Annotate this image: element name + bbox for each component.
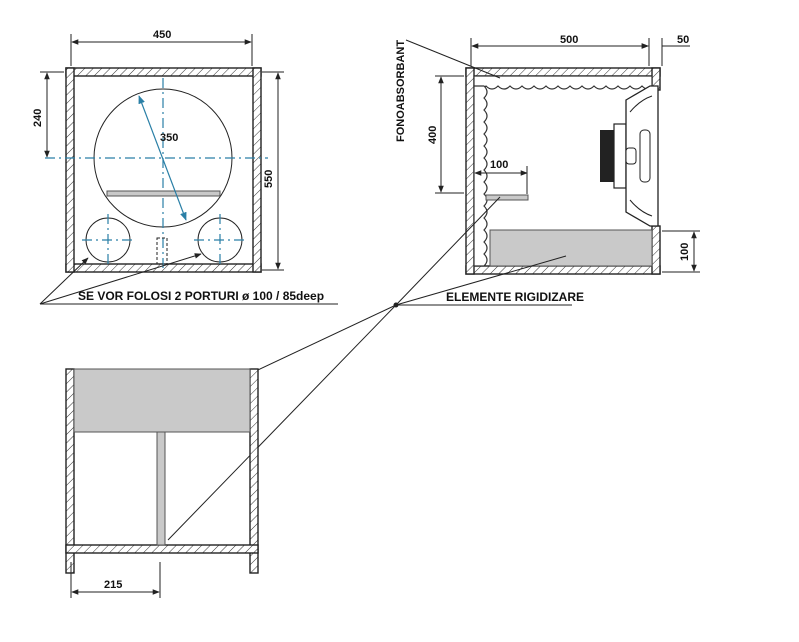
ports-note: SE VOR FOLOSI 2 PORTURI ø 100 / 85deep <box>78 289 324 303</box>
port-right <box>194 214 246 266</box>
svg-text:100: 100 <box>679 243 691 261</box>
top-filler-block <box>73 368 251 433</box>
top-left-wall <box>65 368 75 574</box>
speaker-diameter-label: 350 <box>160 132 178 144</box>
speaker-offset-dimension: 240 <box>32 71 64 158</box>
front-left-wall <box>65 67 75 273</box>
absorber-top-foam <box>473 75 653 90</box>
front-shelf <box>106 190 221 197</box>
absorber-height-dimension: 400 <box>427 75 464 194</box>
svg-text:550: 550 <box>263 170 275 188</box>
svg-text:215: 215 <box>104 579 122 591</box>
top-width-dimension: 215 <box>70 562 161 598</box>
stiffeners-callout: ELEMENTE RIGIDIZARE <box>167 196 584 541</box>
svg-text:500: 500 <box>560 34 578 46</box>
side-top-wall <box>465 67 661 77</box>
svg-text:450: 450 <box>153 29 171 41</box>
absorber-back-foam <box>473 85 488 267</box>
side-depth-dimension: 500 <box>470 34 650 66</box>
side-view: 500 50 400 100 100 FONOA <box>395 34 700 275</box>
speaker-diameter-arrow <box>138 95 187 221</box>
ports-leader-lines <box>39 253 338 305</box>
absorber-leader <box>405 39 501 79</box>
svg-text:100: 100 <box>490 159 508 171</box>
front-height-dimension: 550 <box>262 71 284 271</box>
side-base-filler <box>489 229 653 267</box>
top-view: 215 <box>65 368 259 598</box>
side-bottom-wall <box>465 265 661 275</box>
front-width-dimension: 450 <box>70 29 253 66</box>
loudspeaker-driver <box>600 85 659 227</box>
side-shelf <box>485 194 529 201</box>
absorber-label: FONOABSORBANT <box>395 40 407 142</box>
top-back-wall <box>65 544 259 554</box>
front-center-brace <box>156 237 168 265</box>
front-top-wall <box>65 67 262 77</box>
stiffeners-label: ELEMENTE RIGIDIZARE <box>446 290 584 304</box>
top-center-brace <box>156 431 166 546</box>
svg-text:240: 240 <box>32 109 44 127</box>
shelf-dimension: 100 <box>474 159 528 194</box>
top-right-wall <box>249 368 259 574</box>
front-right-wall <box>252 67 262 273</box>
front-view: 350 450 550 <box>32 29 338 305</box>
svg-text:50: 50 <box>677 34 689 46</box>
port-left <box>82 214 134 266</box>
side-front-wall-bottom <box>651 225 661 275</box>
svg-text:400: 400 <box>427 126 439 144</box>
side-back-wall <box>465 67 475 275</box>
front-offset-dimension: 50 <box>640 34 690 66</box>
base-dimension: 100 <box>662 230 700 273</box>
